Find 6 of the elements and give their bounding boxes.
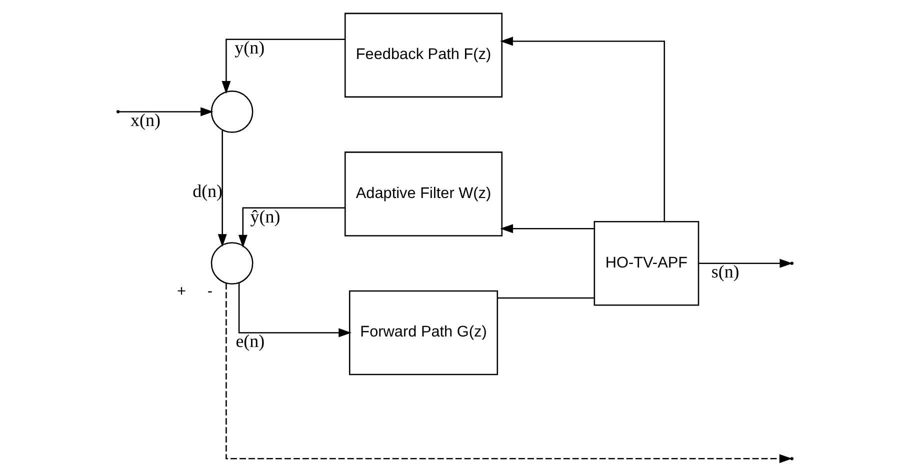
edge-label: ŷ(n) (250, 206, 280, 226)
edge-label: y(n) (234, 38, 265, 58)
edge-label: s(n) (711, 262, 740, 282)
edge-label: x(n) (130, 110, 160, 130)
node-label: + - (177, 283, 213, 300)
edge-label: e(n) (236, 331, 265, 352)
